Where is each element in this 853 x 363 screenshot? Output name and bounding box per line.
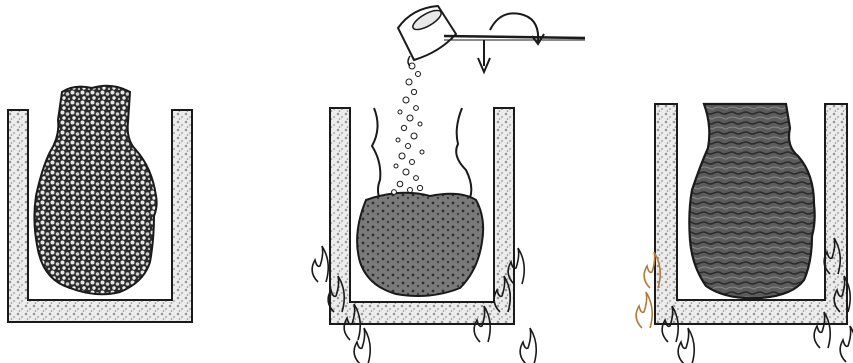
flame-icon xyxy=(678,328,694,363)
pour-stream xyxy=(392,63,424,194)
crucible-icon xyxy=(398,6,585,66)
panel-1-packed-mold xyxy=(8,86,192,322)
molten-metal-fill xyxy=(357,193,483,296)
cavity-outline-right xyxy=(456,108,471,198)
panel-3-solidified xyxy=(655,104,847,324)
metal-casting xyxy=(689,104,814,298)
flame-icon xyxy=(520,328,536,363)
flame-icon xyxy=(840,326,853,362)
flame-icon xyxy=(636,292,652,328)
rotation-arrow-icon xyxy=(478,13,544,72)
foam-pattern xyxy=(34,86,156,295)
panel-2-pouring xyxy=(330,6,585,324)
cavity-outline-left xyxy=(372,108,380,200)
flame-icon xyxy=(354,328,370,363)
flame-icon xyxy=(312,246,328,282)
